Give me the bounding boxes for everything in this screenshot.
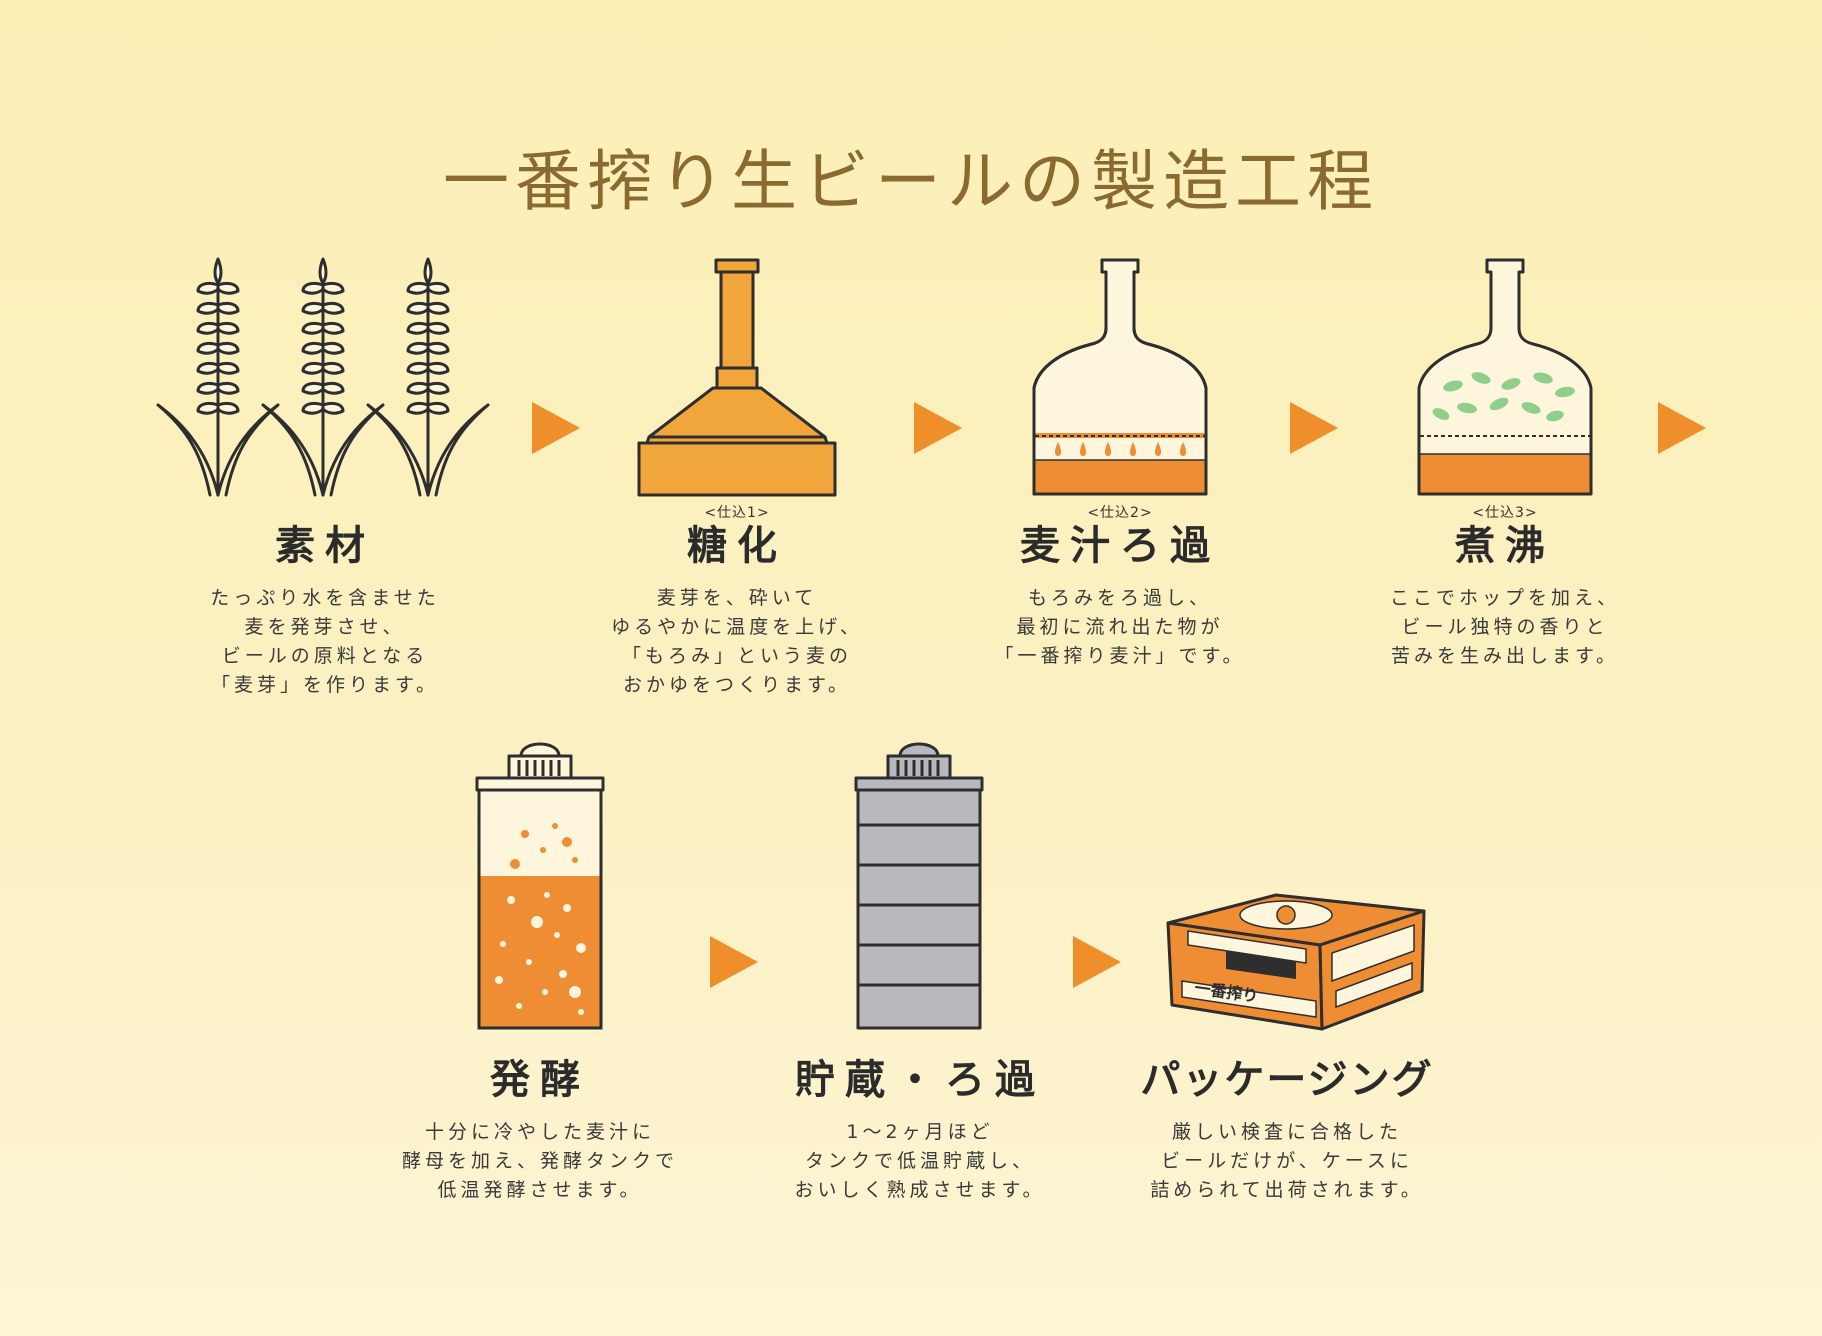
fermentation-tank-icon [475,742,605,1030]
step-title: 素材 [275,523,375,569]
step-description: 1～2ヶ月ほど タンクで低温貯蔵し、 おいしく熟成させます。 [794,1121,1046,1201]
step-description: 十分に冷やした麦汁に 酵母を加え、発酵タンクで 低温発酵させます。 [401,1121,678,1201]
step-sub: <仕込1> [704,505,770,521]
page-title: 一番搾り生ビールの製造工程 [443,143,1379,220]
step-wort-filtration: <仕込2> 麦汁ろ過 もろみをろ過し、 最初に流れ出た物が 「一番搾り麦汁」です… [930,502,1310,671]
step-sub [135,502,515,520]
beer-case-icon: 一番搾り [1166,893,1426,1031]
step-storage: 貯蔵・ろ過 1～2ヶ月ほど タンクで低温貯蔵し、 おいしく熟成させます。 [730,1036,1110,1205]
arrow-icon [1290,402,1338,454]
step-title: パッケージング [1140,1057,1434,1103]
arrow-icon [710,936,758,988]
boil-kettle-icon [1417,258,1593,496]
mash-kettle-icon [637,258,837,497]
arrow-icon [914,402,962,454]
step-packaging: パッケージング 厳しい検査に合格した ビールだけが、ケースに 詰められて出荷され… [1097,1036,1477,1205]
step-title: 貯蔵・ろ過 [795,1057,1045,1103]
arrow-icon [532,402,580,454]
step-title: 糖化 [687,523,787,569]
arrow-icon [1658,402,1706,454]
step-description: 厳しい検査に合格した ビールだけが、ケースに 詰められて出荷されます。 [1150,1121,1424,1201]
step-sub [1097,1036,1477,1054]
step-sub [730,1036,1110,1054]
wheat-icon [156,257,490,497]
storage-tank-icon [854,742,984,1030]
step-ingredients: 素材 たっぷり水を含ませた 麦を発芽させ、 ビールの原料となる 「麦芽」を作りま… [135,502,515,700]
step-description: ここでホップを加え、 ビール独特の香りと 苦みを生み出します。 [1389,587,1620,667]
step-title: 煮沸 [1455,523,1555,569]
step-sub: <仕込2> [1087,505,1153,521]
step-description: 麦芽を、砕いて ゆるやかに温度を上げ、 「もろみ」という麦の おかゆをつくります… [611,587,863,696]
arrow-icon [1073,936,1121,988]
step-boiling: <仕込3> 煮沸 ここでホップを加え、 ビール独特の香りと 苦みを生み出します。 [1315,502,1695,671]
step-description: たっぷり水を含ませた 麦を発芽させ、 ビールの原料となる 「麦芽」を作ります。 [210,587,440,696]
lauter-tun-icon [1032,258,1208,496]
step-fermentation: 発酵 十分に冷やした麦汁に 酵母を加え、発酵タンクで 低温発酵させます。 [350,1036,730,1205]
step-saccharification: <仕込1> 糖化 麦芽を、砕いて ゆるやかに温度を上げ、 「もろみ」という麦の … [547,502,927,700]
step-description: もろみをろ過し、 最初に流れ出た物が 「一番搾り麦汁」です。 [994,587,1246,667]
step-sub [350,1036,730,1054]
step-sub: <仕込3> [1472,505,1538,521]
step-title: 発酵 [490,1057,590,1103]
step-title: 麦汁ろ過 [1020,523,1220,569]
